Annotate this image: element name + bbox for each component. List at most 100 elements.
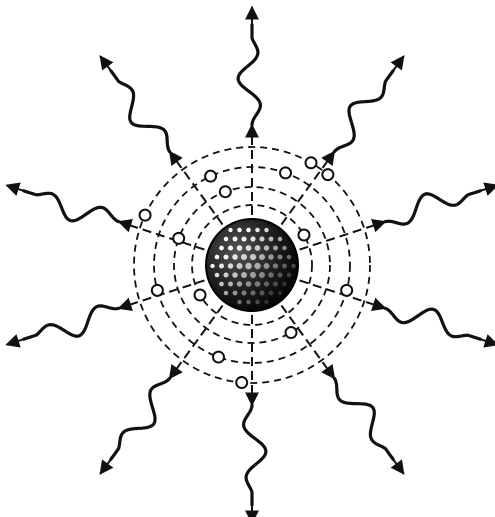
nucleon <box>210 264 214 268</box>
nucleon <box>254 263 260 269</box>
photon-arrow <box>480 339 495 345</box>
nucleon <box>224 291 228 295</box>
electron <box>341 285 352 296</box>
nucleon <box>259 236 264 241</box>
nucleon <box>233 237 238 242</box>
nucleon <box>264 245 269 250</box>
nucleon <box>215 255 220 260</box>
photon-wave <box>24 191 119 222</box>
nucleon <box>237 245 242 250</box>
photon-arrow <box>7 339 24 345</box>
electron <box>140 210 151 221</box>
photon-wave <box>334 378 393 459</box>
nucleon <box>233 291 238 296</box>
nucleon <box>278 273 283 278</box>
nucleon <box>241 272 247 278</box>
nucleon <box>255 281 261 287</box>
nucleon <box>287 255 291 259</box>
nucleon <box>287 273 291 277</box>
nucleon <box>219 264 224 269</box>
nucleon <box>273 282 278 287</box>
nucleon <box>255 245 261 251</box>
radiation-ray-line <box>170 152 223 225</box>
photon-wave <box>238 25 260 125</box>
nucleon <box>264 228 268 232</box>
electron <box>306 157 317 168</box>
electron <box>286 327 297 338</box>
photon-arrow <box>480 185 495 191</box>
photon-arrow <box>7 185 24 191</box>
nucleon <box>264 281 269 286</box>
photon-wave <box>385 308 480 339</box>
photon-wave <box>244 405 266 505</box>
nucleon <box>228 228 232 232</box>
nucleon <box>255 228 260 233</box>
nucleon <box>219 246 224 251</box>
nucleon <box>246 300 251 305</box>
photon-arrow <box>100 56 111 71</box>
nucleon <box>282 246 287 251</box>
electron <box>213 352 224 363</box>
radiation-ray-line <box>281 305 334 378</box>
nucleon <box>250 236 255 241</box>
photon-wave <box>385 191 480 224</box>
nucleon <box>269 237 274 242</box>
nucleon <box>273 245 278 250</box>
electron <box>236 377 247 388</box>
nucleon <box>291 264 295 268</box>
nucleon <box>241 236 246 241</box>
nucleon <box>259 272 265 278</box>
nucleon <box>245 263 252 270</box>
nucleon <box>260 291 265 296</box>
radiation-ray-line <box>119 222 205 250</box>
nucleon <box>223 254 228 259</box>
photon-arrow <box>393 459 404 474</box>
nucleon <box>246 245 252 251</box>
nucleon <box>278 291 282 295</box>
nucleon <box>232 272 238 278</box>
nucleon <box>223 272 228 277</box>
electron <box>173 233 184 244</box>
electron <box>280 167 291 178</box>
nucleon <box>268 272 273 277</box>
nucleon <box>236 263 242 269</box>
nucleon <box>241 254 247 260</box>
nucleon <box>264 300 268 304</box>
nucleon <box>255 300 259 304</box>
electron <box>322 169 333 180</box>
nucleon <box>282 264 287 269</box>
nucleon <box>250 290 255 295</box>
nucleon <box>268 254 274 260</box>
photon-wave <box>111 378 170 459</box>
nucleon <box>228 263 233 268</box>
nucleon <box>219 282 224 287</box>
nucleon <box>282 282 286 286</box>
nucleon <box>278 237 282 241</box>
nucleon <box>264 263 270 269</box>
nucleon <box>232 254 238 260</box>
radiation-ray-line <box>170 305 223 378</box>
nucleon <box>269 291 274 296</box>
nucleon <box>246 281 252 287</box>
radiation-ray-line <box>300 222 386 250</box>
nucleon <box>273 263 278 268</box>
photon-arrow <box>100 459 111 474</box>
nucleon <box>259 254 265 260</box>
electron <box>298 230 309 241</box>
nucleon <box>237 281 242 286</box>
nucleon <box>250 254 256 260</box>
photon-arrow <box>393 56 404 71</box>
electron <box>152 285 163 296</box>
nucleon <box>237 300 241 304</box>
photon-wave <box>24 306 119 339</box>
photon-wave <box>111 71 170 152</box>
nucleon <box>224 237 229 242</box>
photon-wave <box>334 71 393 152</box>
nucleon <box>250 272 256 278</box>
electron <box>220 186 231 197</box>
nucleon <box>242 291 247 296</box>
nucleus <box>206 219 298 311</box>
nucleon <box>237 228 242 233</box>
electron <box>195 290 206 301</box>
